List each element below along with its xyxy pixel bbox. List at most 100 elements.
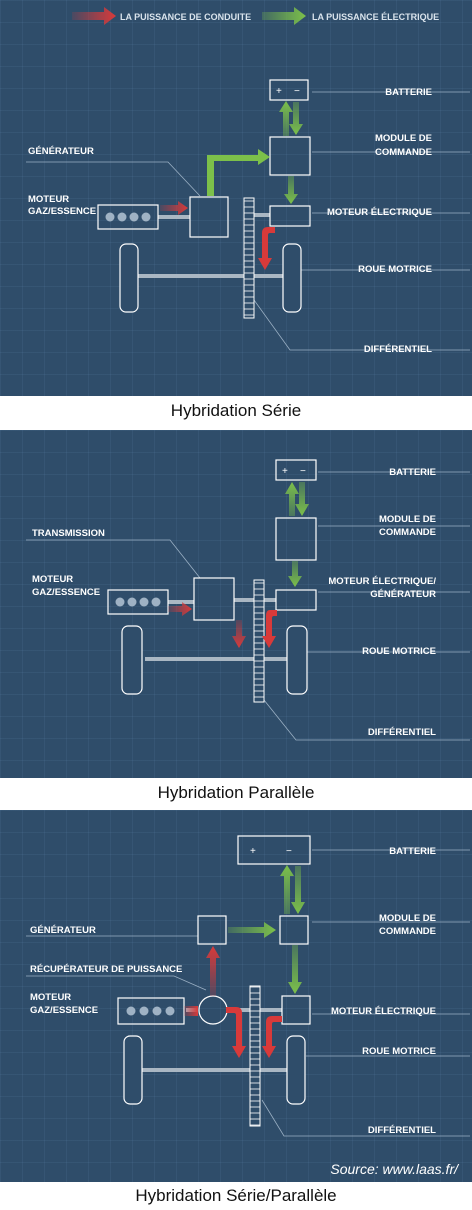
- battery-plus: +: [276, 86, 282, 97]
- generator: [189, 196, 229, 238]
- diagram-serie: LA PUISSANCE DE CONDUITE LA PUISSANCE ÉL…: [0, 0, 472, 396]
- wheel-label: ROUE MOTRICE: [358, 264, 432, 275]
- cylinder: [129, 212, 139, 222]
- motor-label-line1: MOTEUR ÉLECTRIQUE/: [328, 576, 436, 587]
- generator-leader: [26, 161, 201, 197]
- cylinder: [141, 212, 151, 222]
- battery: [269, 79, 309, 101]
- arrow-battery-to-module: [295, 482, 309, 516]
- arrow-module-to-battery: [285, 482, 299, 516]
- recovery-label: RÉCUPÉRATEUR DE PUISSANCE: [30, 964, 182, 975]
- cylinder: [126, 1006, 136, 1016]
- legend-driving-label: LA PUISSANCE DE CONDUITE: [120, 12, 251, 22]
- module-label-line1: MODULE DE: [379, 514, 436, 525]
- left-wheel: [119, 243, 139, 313]
- arrow-motor-to-wheel: [262, 610, 277, 648]
- cylinder: [151, 597, 161, 607]
- engine-label-line2: GAZ/ESSENCE: [32, 587, 100, 598]
- generator-label: GÉNÉRATEUR: [28, 146, 94, 157]
- electric-motor: [269, 205, 311, 227]
- electric-motor: [281, 995, 311, 1025]
- diagram-serie-parallele-svg: + − BATTERIE MODULE DE COMMANDE GÉNÉRATE…: [26, 835, 470, 1177]
- motor-label: MOTEUR ÉLECTRIQUE: [327, 207, 432, 218]
- legend-driving-arrow: [72, 7, 116, 25]
- transmission: [193, 577, 235, 621]
- cylinder: [165, 1006, 175, 1016]
- diagram-parallele-svg: + − BATTERIE MODULE DE COMMANDE TRANSMIS…: [26, 459, 470, 741]
- module-label-line1: MODULE DE: [379, 913, 436, 924]
- cylinder: [152, 1006, 162, 1016]
- differential-gear: [243, 197, 255, 319]
- differential-leader: [261, 1099, 470, 1137]
- wheel-label: ROUE MOTRICE: [362, 646, 436, 657]
- right-wheel: [286, 625, 308, 695]
- engine-label-line1: MOTEUR: [32, 574, 73, 585]
- arrow-module-to-motor: [288, 561, 302, 587]
- cylinder: [117, 212, 127, 222]
- caption-parallele: Hybridation Parallèle: [157, 783, 315, 802]
- arrow-recovery-to-generator: [206, 946, 220, 996]
- cylinder: [139, 1006, 149, 1016]
- engine: [97, 204, 159, 230]
- differential-gear: [253, 579, 265, 703]
- diagram-parallele: + − BATTERIE MODULE DE COMMANDE TRANSMIS…: [0, 430, 472, 778]
- arrow-motor-to-wheel: [262, 1016, 282, 1058]
- engine-label-line2: GAZ/ESSENCE: [28, 206, 96, 217]
- cylinder: [127, 597, 137, 607]
- legend-electric-label: LA PUISSANCE ÉLECTRIQUE: [312, 12, 439, 22]
- arrow-engine-to-recovery: [184, 1006, 198, 1016]
- battery-label: BATTERIE: [389, 467, 436, 478]
- motor-label-line2: GÉNÉRATEUR: [370, 589, 436, 600]
- power-recovery: [198, 995, 228, 1025]
- legend: LA PUISSANCE DE CONDUITE LA PUISSANCE ÉL…: [72, 7, 439, 25]
- battery-minus: −: [294, 86, 300, 97]
- engine: [107, 589, 169, 615]
- differential-leader: [253, 299, 470, 351]
- legend-electric-arrow: [262, 7, 306, 25]
- module-label-line2: COMMANDE: [379, 527, 436, 538]
- battery-label: BATTERIE: [389, 846, 436, 857]
- left-wheel: [123, 1035, 143, 1105]
- differential-label: DIFFÉRENTIEL: [368, 1125, 436, 1136]
- generator: [197, 915, 227, 945]
- electric-motor-generator: [275, 589, 317, 611]
- left-wheel: [121, 625, 143, 695]
- module-label-line2: COMMANDE: [375, 147, 432, 158]
- transmission-leader: [26, 539, 201, 579]
- module-label-line2: COMMANDE: [379, 926, 436, 937]
- caption-serie-parallele: Hybridation Série/Parallèle: [135, 1186, 337, 1205]
- arrow-module-to-battery: [279, 101, 293, 136]
- cylinder: [139, 597, 149, 607]
- caption-serie: Hybridation Série: [170, 401, 302, 420]
- right-wheel: [282, 243, 302, 313]
- module-label-line1: MODULE DE: [375, 133, 432, 144]
- wheel-label: ROUE MOTRICE: [362, 1046, 436, 1057]
- control-module: [269, 136, 311, 176]
- control-module: [275, 517, 317, 561]
- transmission-label: TRANSMISSION: [32, 528, 105, 539]
- cylinder: [105, 212, 115, 222]
- arrow-generator-to-module: [207, 149, 270, 196]
- motor-label: MOTEUR ÉLECTRIQUE: [331, 1006, 436, 1017]
- arrow-engine-to-generator: [160, 201, 188, 215]
- battery: [237, 835, 311, 865]
- battery-plus: +: [250, 846, 256, 857]
- arrow-module-to-motor: [288, 945, 302, 994]
- engine-label-line1: MOTEUR: [30, 992, 71, 1003]
- source-credit: Source: www.laas.fr/: [330, 1161, 460, 1177]
- arrow-recovery-to-wheel: [226, 1007, 246, 1058]
- arrow-module-to-motor: [284, 176, 298, 204]
- diagram-serie-svg: LA PUISSANCE DE CONDUITE LA PUISSANCE ÉL…: [26, 7, 470, 355]
- battery-label: BATTERIE: [385, 87, 432, 98]
- arrow-generator-to-module: [228, 922, 276, 938]
- generator-label: GÉNÉRATEUR: [30, 925, 96, 936]
- battery-minus: −: [300, 466, 306, 477]
- control-module: [279, 915, 309, 945]
- arrow-battery-to-module: [291, 866, 305, 914]
- right-wheel: [286, 1035, 306, 1105]
- battery-plus: +: [282, 466, 288, 477]
- differential-leader: [263, 699, 470, 741]
- arrow-battery-to-module: [289, 102, 303, 135]
- engine-label-line1: MOTEUR: [28, 194, 69, 205]
- battery-minus: −: [286, 846, 292, 857]
